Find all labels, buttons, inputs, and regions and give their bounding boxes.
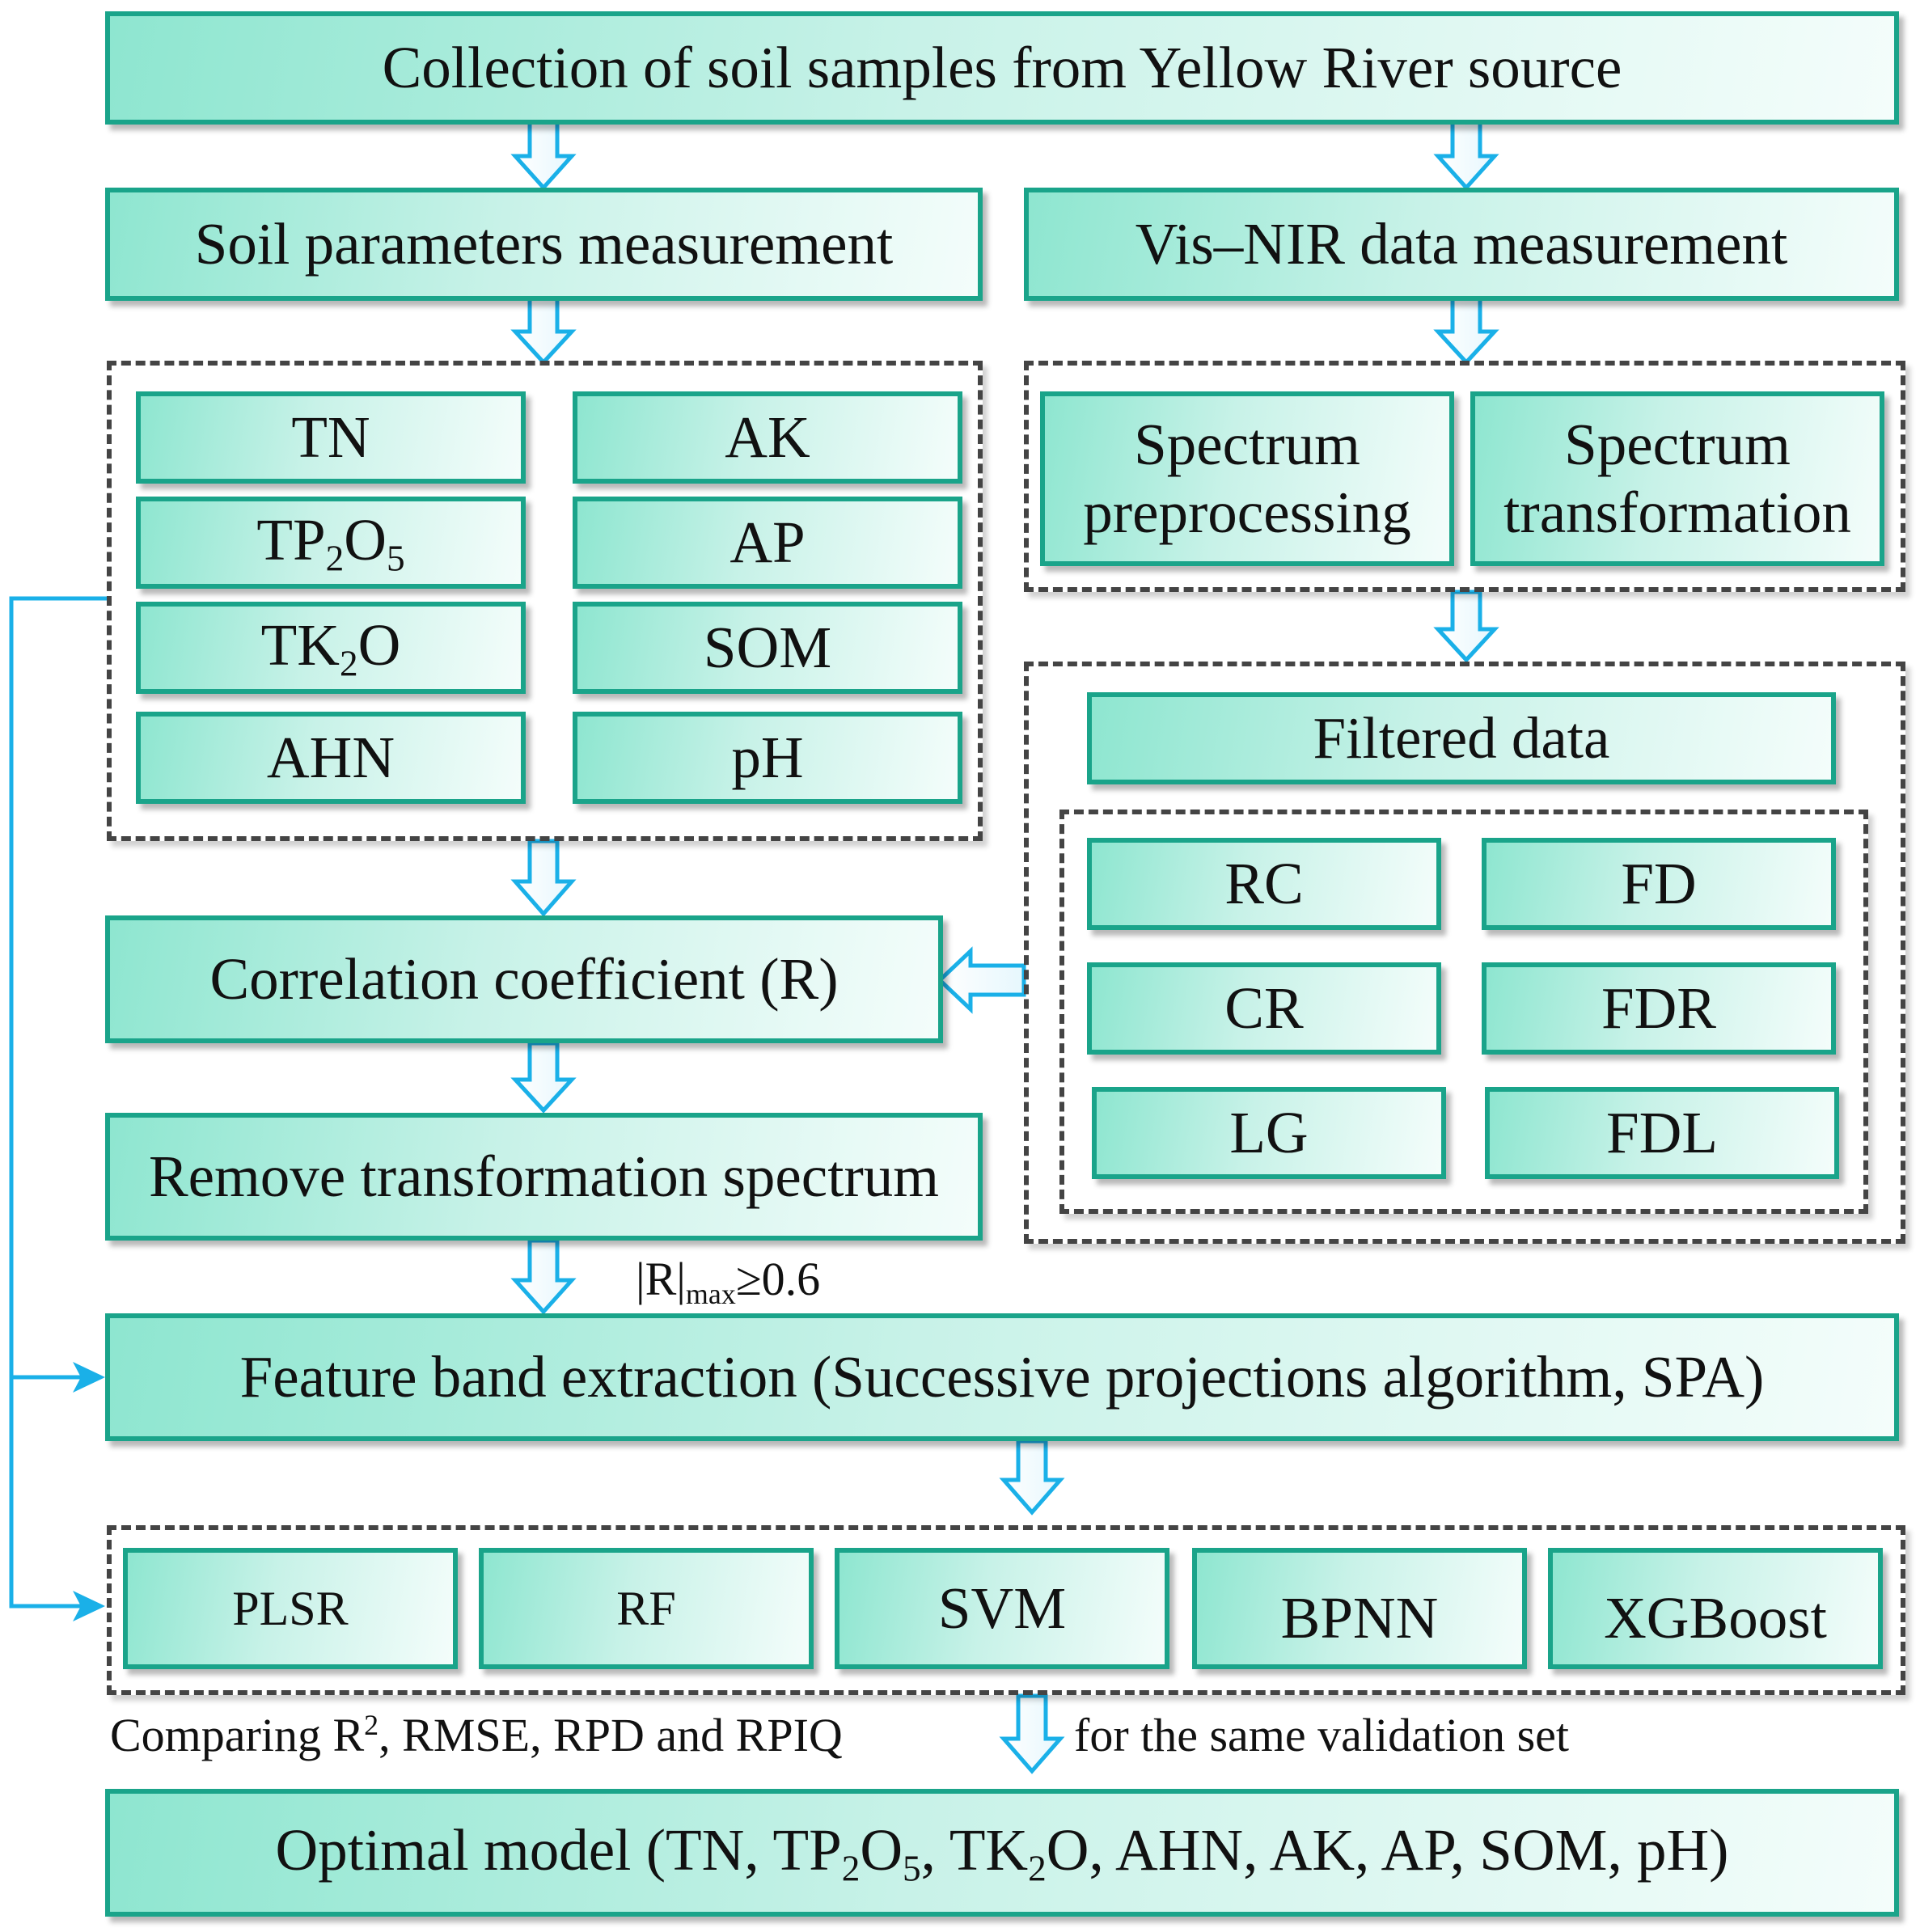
transform-fdl-label: FDL: [1606, 1100, 1718, 1166]
transform-rc: RC: [1087, 838, 1441, 930]
optimal-model-box: Optimal model (TN, TP2O5, TK2O, AHN, AK,…: [105, 1789, 1899, 1917]
down-arrow: [999, 1693, 1065, 1774]
filtered-data-box: Filtered data: [1087, 692, 1836, 784]
param-tk2o: TK2O: [136, 602, 526, 694]
spectrum-transformation-box: Spectrum transformation: [1470, 391, 1884, 566]
param-som: SOM: [573, 602, 962, 694]
transform-lg-label: LG: [1229, 1100, 1309, 1166]
model-bpnn-label: BPNN: [1280, 1585, 1439, 1651]
model-svm: SVM: [835, 1548, 1169, 1669]
model-plsr-label: PLSR: [232, 1581, 349, 1635]
arrowhead: [73, 1591, 105, 1621]
param-tn: TN: [136, 391, 526, 484]
feature-extraction-box: Feature band extraction (Successive proj…: [105, 1313, 1899, 1441]
param-tp2o5-label: TP2O5: [256, 506, 405, 579]
down-arrow: [510, 295, 577, 366]
param-ahn: AHN: [136, 712, 526, 804]
model-rf-label: RF: [616, 1581, 676, 1635]
transform-fdl: FDL: [1485, 1087, 1839, 1179]
remove-spectrum-label: Remove transformation spectrum: [148, 1144, 940, 1210]
connector-line: [9, 596, 107, 1609]
collection-box: Collection of soil samples from Yellow R…: [105, 11, 1899, 125]
transform-fdr-label: FDR: [1601, 975, 1716, 1042]
down-arrow: [1433, 295, 1499, 366]
down-arrow: [1433, 117, 1499, 191]
model-svm-label: SVM: [937, 1575, 1067, 1642]
correlation-box: Correlation coefficient (R): [105, 915, 943, 1043]
spectrum-preprocessing-line1: Spectrum: [1134, 412, 1360, 478]
down-arrow: [510, 1041, 577, 1114]
spectrum-transformation-line1: Spectrum: [1564, 412, 1791, 478]
comparing-note-left: Comparing R2, RMSE, RPD and RPIQ: [110, 1709, 843, 1761]
param-tp2o5: TP2O5: [136, 497, 526, 589]
down-arrow: [510, 839, 577, 917]
param-ap-label: AP: [730, 509, 806, 576]
models-group: [107, 1525, 1905, 1695]
soil-params-label: Soil parameters measurement: [194, 211, 894, 277]
param-tn-label: TN: [291, 404, 370, 471]
param-ak-label: AK: [725, 404, 810, 471]
param-ap: AP: [573, 497, 962, 589]
transform-methods-group: [1059, 810, 1868, 1214]
model-rf: RF: [479, 1548, 814, 1669]
collection-label: Collection of soil samples from Yellow R…: [382, 35, 1622, 101]
down-arrow: [1433, 590, 1499, 663]
param-ak: AK: [573, 391, 962, 484]
correlation-label: Correlation coefficient (R): [209, 946, 839, 1013]
down-arrow: [999, 1439, 1065, 1516]
soil-params-measurement-box: Soil parameters measurement: [105, 188, 983, 301]
param-ph: pH: [573, 712, 962, 804]
filtered-data-label: Filtered data: [1313, 705, 1610, 772]
model-bpnn: BPNN: [1192, 1548, 1527, 1669]
param-som-label: SOM: [703, 615, 832, 681]
optimal-model-label: Optimal model (TN, TP2O5, TK2O, AHN, AK,…: [275, 1816, 1729, 1889]
spectrum-preprocessing-line2: preprocessing: [1083, 480, 1411, 545]
filtered-data-group: [1024, 662, 1905, 1244]
remove-spectrum-box: Remove transformation spectrum: [105, 1113, 983, 1241]
transform-fd: FD: [1482, 838, 1836, 930]
left-arrow: [937, 946, 1026, 1014]
transform-fd-label: FD: [1621, 851, 1697, 917]
param-ph-label: pH: [731, 725, 804, 791]
feature-extraction-label: Feature band extraction (Successive proj…: [239, 1344, 1765, 1410]
threshold-note: |R|max≥0.6: [636, 1253, 821, 1310]
model-xgboost-label: XGBoost: [1604, 1585, 1827, 1651]
comparing-note-right: for the same validation set: [1074, 1709, 1570, 1761]
model-plsr: PLSR: [123, 1548, 458, 1669]
param-ahn-label: AHN: [266, 725, 395, 791]
soil-params-group: [107, 361, 983, 841]
spectrum-processing-group: [1024, 361, 1905, 592]
transform-rc-label: RC: [1224, 851, 1304, 917]
param-tk2o-label: TK2O: [260, 611, 401, 684]
down-arrow: [510, 117, 577, 191]
transform-cr-label: CR: [1224, 975, 1304, 1042]
down-arrow: [510, 1238, 577, 1315]
visnir-measurement-box: Vis–NIR data measurement: [1024, 188, 1899, 301]
spectrum-preprocessing-box: Spectrum preprocessing: [1040, 391, 1454, 566]
spectrum-transformation-line2: transformation: [1503, 480, 1851, 545]
transform-lg: LG: [1092, 1087, 1446, 1179]
arrowhead: [73, 1362, 105, 1393]
model-xgboost: XGBoost: [1548, 1548, 1883, 1669]
transform-fdr: FDR: [1482, 962, 1836, 1055]
visnir-label: Vis–NIR data measurement: [1135, 211, 1788, 277]
transform-cr: CR: [1087, 962, 1441, 1055]
